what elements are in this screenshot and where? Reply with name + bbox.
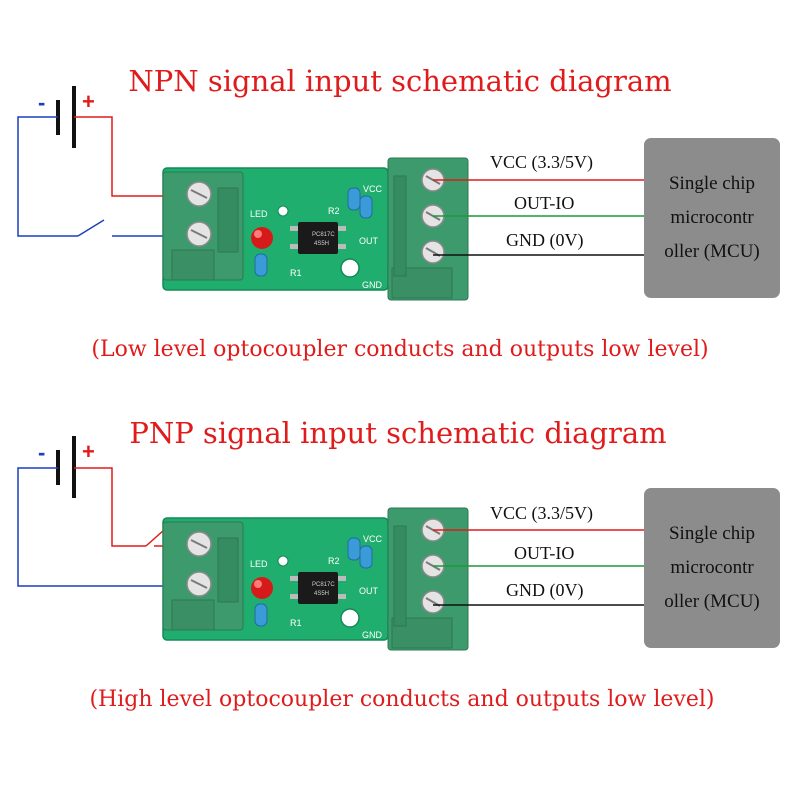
npn-vcc-label: VCC (3.3/5V) <box>490 152 593 172</box>
npn-caption: (Low level optocoupler conducts and outp… <box>91 337 709 362</box>
npn-mcu-line2: microcontr <box>670 207 754 228</box>
npn-positive-wire <box>74 116 190 197</box>
npn-mcu-box: Single chip microcontr oller (MCU) <box>644 138 780 298</box>
npn-chip-marking-2: 4S5H <box>314 241 329 247</box>
npn-mcu-wires <box>433 179 644 256</box>
pnp-out-label: OUT-IO <box>514 543 575 563</box>
pnp-caption: (High level optocoupler conducts and out… <box>89 687 715 712</box>
npn-chip-marking-1: PC817C <box>312 232 335 238</box>
pnp-board-r2-label: R2 <box>328 556 340 566</box>
pnp-battery-plus-label: + <box>82 439 95 464</box>
pnp-battery <box>56 436 76 498</box>
npn-battery-minus-label: - <box>38 90 46 115</box>
pnp-negative-wire <box>17 467 190 587</box>
npn-board-led-label: LED <box>250 209 268 219</box>
pnp-mcu-line3: oller (MCU) <box>664 591 760 612</box>
pnp-mcu-wires <box>433 529 644 606</box>
pnp-title: PNP signal input schematic diagram <box>129 416 667 450</box>
npn-board-r2-label: R2 <box>328 206 340 216</box>
pnp-board-vcc-label: VCC <box>363 534 383 544</box>
pnp-vcc-label: VCC (3.3/5V) <box>490 503 593 523</box>
npn-battery-plus-label: + <box>82 89 95 114</box>
npn-module-board: LED R1 R2 VCC OUT GND PC817C 4S5H <box>162 157 469 301</box>
npn-battery <box>56 86 76 148</box>
pnp-board-led-label: LED <box>250 559 268 569</box>
pnp-board-gnd-label: GND <box>362 630 383 640</box>
npn-board-vcc-label: VCC <box>363 184 383 194</box>
npn-mcu-line3: oller (MCU) <box>664 241 760 262</box>
pnp-module-board: LED R1 R2 VCC OUT GND PC817C 4S5H <box>162 507 469 651</box>
pnp-chip-marking-2: 4S5H <box>314 591 329 597</box>
pnp-gnd-label: GND (0V) <box>506 580 584 600</box>
npn-board-gnd-label: GND <box>362 280 383 290</box>
npn-mcu-line1: Single chip <box>668 173 755 194</box>
pnp-chip-marking-1: PC817C <box>312 582 335 588</box>
npn-board-r1-label: R1 <box>290 268 302 278</box>
npn-title: NPN signal input schematic diagram <box>128 64 672 98</box>
pnp-mcu-line1: Single chip <box>668 523 755 544</box>
npn-out-label: OUT-IO <box>514 193 575 213</box>
pnp-mcu-box: Single chip microcontr oller (MCU) <box>644 488 780 648</box>
pnp-board-r1-label: R1 <box>290 618 302 628</box>
npn-board-out-label: OUT <box>359 236 379 246</box>
pnp-board-out-label: OUT <box>359 586 379 596</box>
npn-gnd-label: GND (0V) <box>506 230 584 250</box>
pnp-mcu-line2: microcontr <box>670 557 754 578</box>
pnp-battery-minus-label: - <box>38 440 46 465</box>
